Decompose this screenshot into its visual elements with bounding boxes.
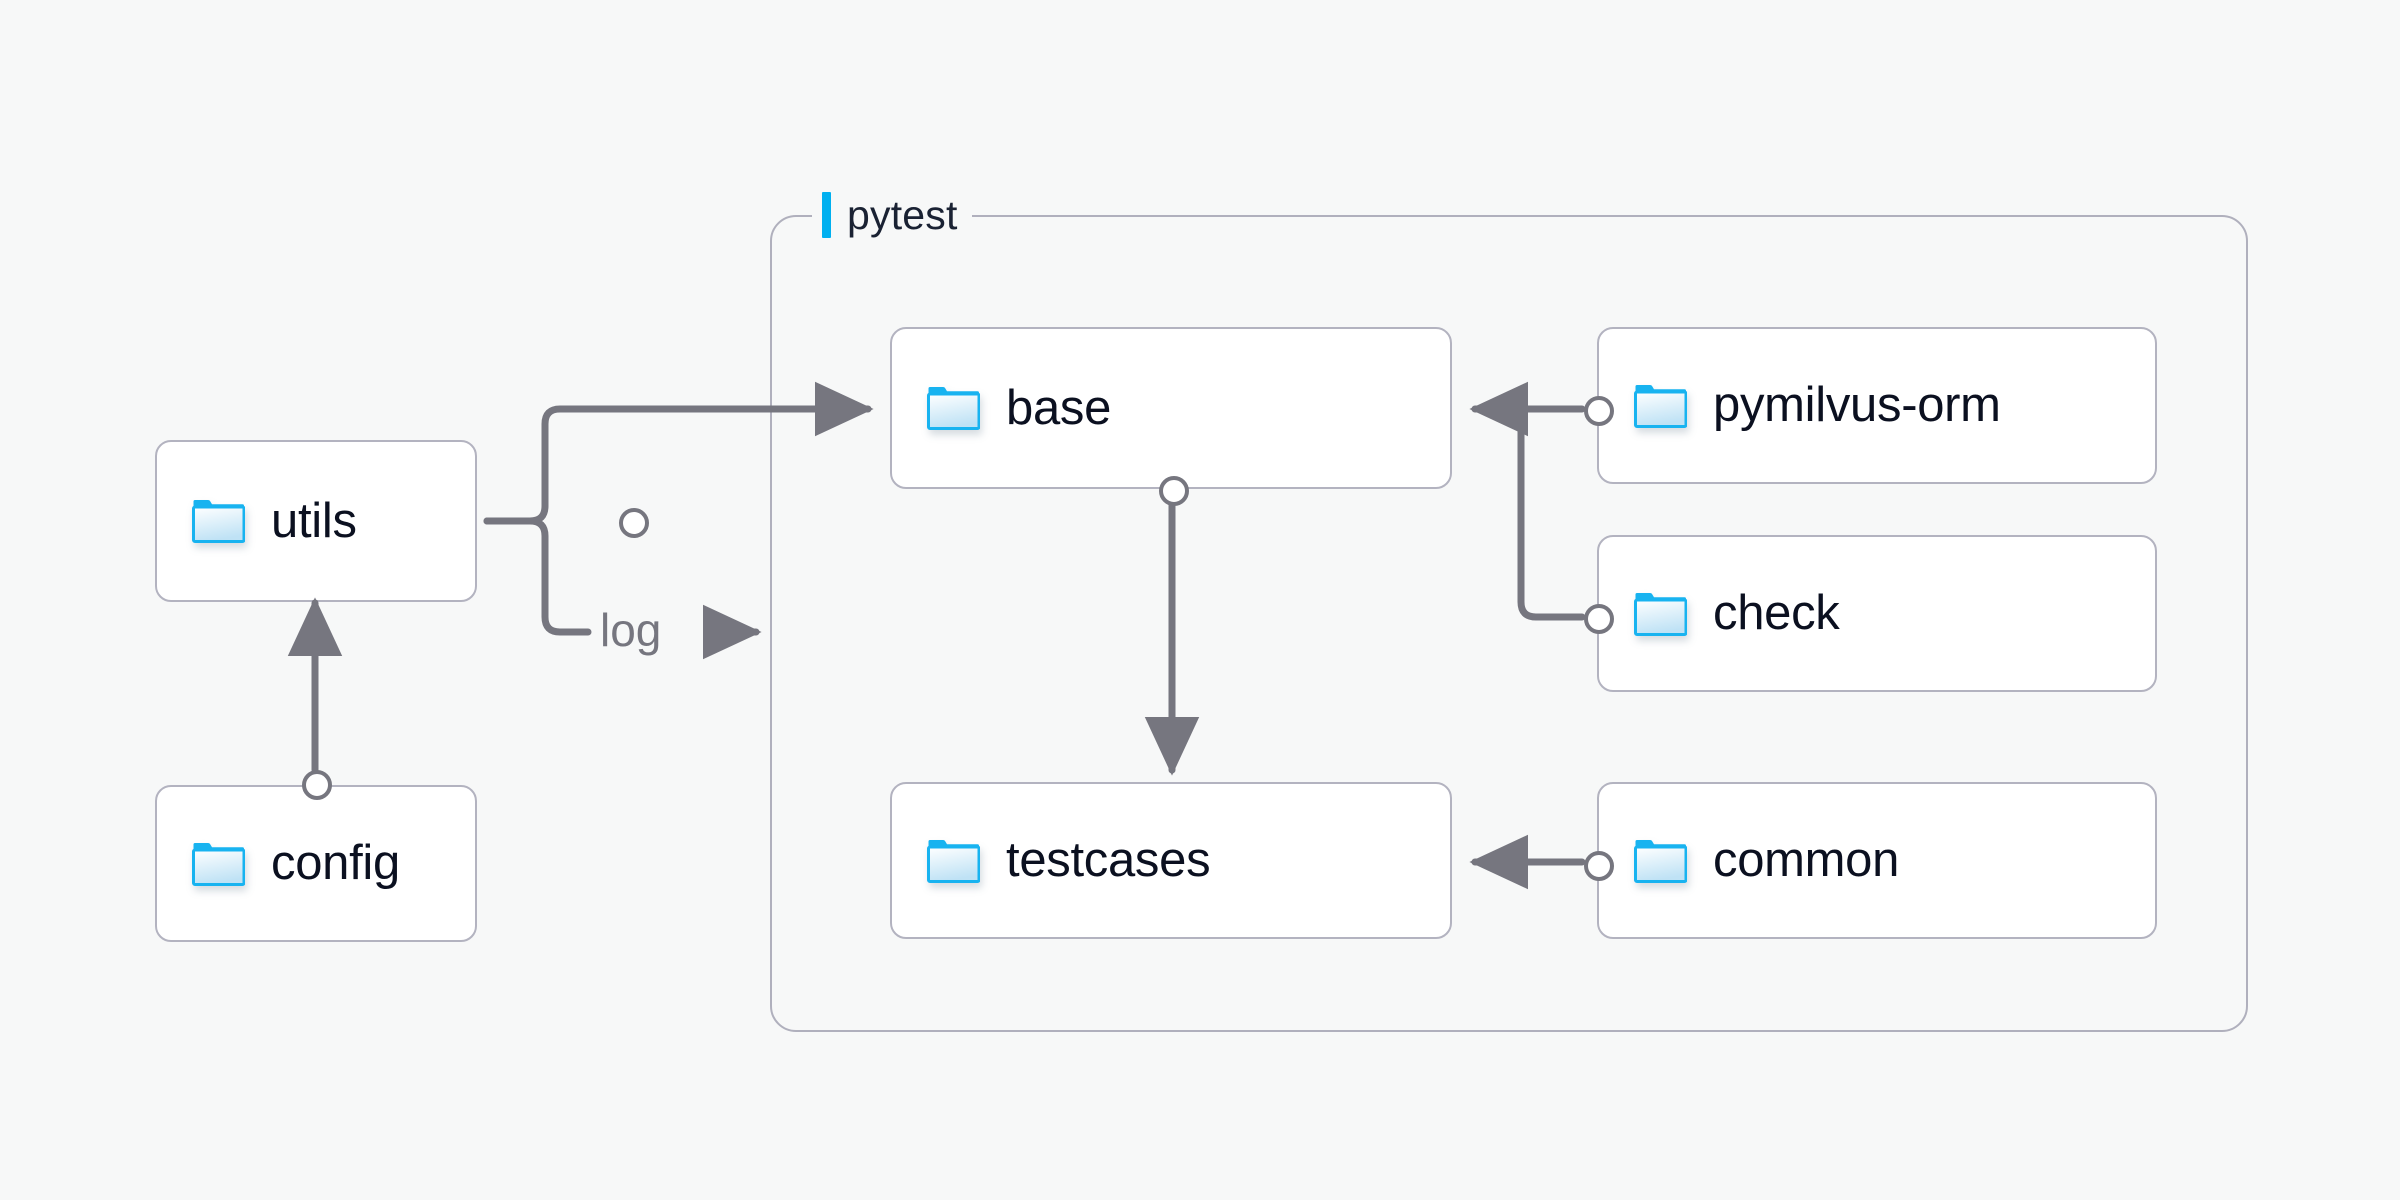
node-check[interactable]: check xyxy=(1584,535,2157,692)
folder-icon xyxy=(1633,838,1687,884)
node-config[interactable]: config xyxy=(155,770,477,942)
node-label: common xyxy=(1713,833,1900,887)
node-label: pymilvus-orm xyxy=(1713,378,2001,432)
folder-icon xyxy=(1633,383,1687,429)
edge-utils-to-log xyxy=(483,517,592,636)
node-common[interactable]: common xyxy=(1584,782,2157,939)
node-pymilvus-orm[interactable]: pymilvus-orm xyxy=(1584,327,2157,484)
folder-icon xyxy=(191,498,245,544)
edge-utils-to-base xyxy=(483,381,874,525)
group-container-pytest[interactable] xyxy=(770,215,2248,1032)
group-label-pytest: pytest xyxy=(812,188,972,242)
port-utils-right[interactable] xyxy=(619,508,649,538)
port-common-left[interactable] xyxy=(1584,851,1614,881)
edge-label-log: log xyxy=(600,604,662,656)
node-label: testcases xyxy=(1006,833,1211,887)
node-base[interactable]: base xyxy=(890,327,1452,506)
group-accent-bar xyxy=(822,192,831,238)
port-check-left[interactable] xyxy=(1584,604,1614,634)
edge-check-to-base xyxy=(1474,405,1586,621)
port-pymilvus-orm-left[interactable] xyxy=(1584,396,1614,426)
node-testcases[interactable]: testcases xyxy=(890,782,1452,939)
node-label: check xyxy=(1713,586,1840,640)
node-utils[interactable]: utils xyxy=(155,440,649,602)
node-label: base xyxy=(1006,380,1112,435)
port-base-bottom[interactable] xyxy=(1159,476,1189,506)
folder-icon xyxy=(926,838,980,884)
folder-icon xyxy=(926,385,980,431)
node-label: config xyxy=(271,836,400,890)
group-label-text: pytest xyxy=(847,191,958,238)
folder-icon xyxy=(1633,591,1687,637)
node-label: utils xyxy=(271,493,357,548)
port-config-top[interactable] xyxy=(302,770,332,800)
folder-icon xyxy=(191,841,245,887)
